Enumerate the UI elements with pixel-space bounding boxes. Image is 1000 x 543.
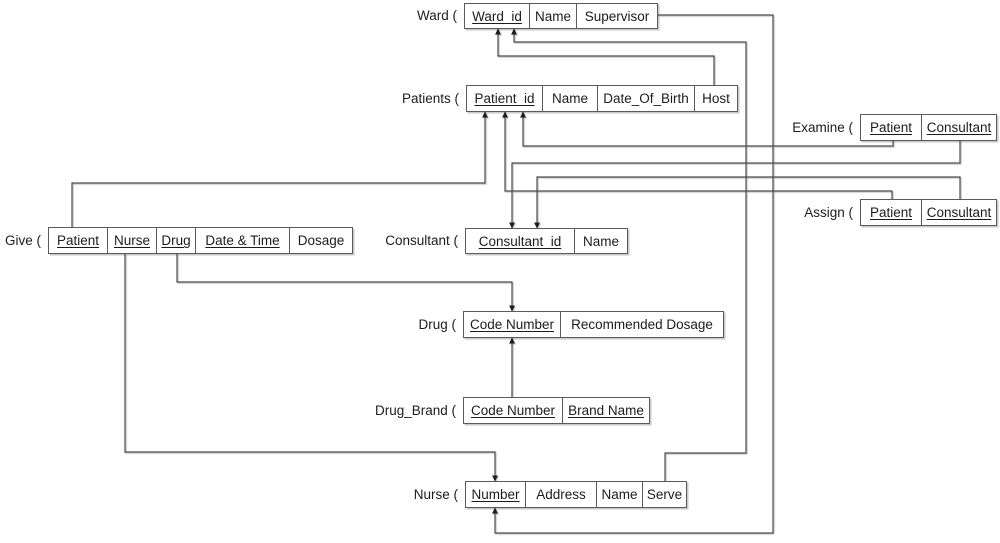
table-label-give: Give ( bbox=[4, 233, 41, 248]
cell-give-nurse: Nurse bbox=[107, 227, 157, 254]
table-label-patients: Patients ( bbox=[401, 91, 459, 106]
connector-patients-host-to-ward-ward_id bbox=[495, 28, 715, 85]
cell-patients-date-of-birth: Date_Of_Birth bbox=[597, 85, 695, 112]
connector-give-nurse-to-nurse-number bbox=[124, 254, 498, 482]
cell-examine-patient: Patient bbox=[860, 114, 922, 141]
table-label-consultant: Consultant ( bbox=[385, 233, 458, 248]
table-label-drug_brand: Drug_Brand ( bbox=[374, 403, 456, 418]
cell-nurse-serve: Serve bbox=[642, 481, 687, 508]
cell-drug_brand-brand-name: Brand Name bbox=[562, 397, 650, 424]
cell-consultant-name: Name bbox=[574, 228, 628, 254]
table-label-drug: Drug ( bbox=[418, 317, 456, 332]
connector-give-drug-to-drug-code-number bbox=[176, 254, 515, 312]
cell-drug-code-number: Code Number bbox=[463, 311, 561, 338]
cell-ward-supervisor: Supervisor bbox=[576, 3, 658, 29]
cell-nurse-address: Address bbox=[525, 481, 597, 508]
cell-examine-consultant: Consultant bbox=[921, 114, 997, 141]
cell-patients-host: Host bbox=[694, 85, 738, 112]
cell-nurse-number: Number bbox=[465, 481, 526, 508]
table-label-assign: Assign ( bbox=[804, 205, 853, 220]
cell-patients-name: Name bbox=[542, 85, 598, 112]
table-label-nurse: Nurse ( bbox=[413, 487, 458, 502]
cell-drug_brand-code-number: Code Number bbox=[463, 397, 563, 424]
cell-give-drug: Drug bbox=[156, 227, 196, 254]
cell-give-patient: Patient bbox=[48, 227, 108, 254]
connector-ward-supervisor-to-nurse-number bbox=[492, 14, 774, 534]
cell-nurse-name: Name bbox=[596, 481, 643, 508]
table-label-examine: Examine ( bbox=[792, 120, 853, 135]
cell-assign-consultant: Consultant bbox=[921, 199, 997, 226]
connector-assign-patient-to-patients-patient_id bbox=[502, 111, 893, 199]
cell-ward-ward-id: Ward_id bbox=[464, 3, 530, 29]
table-label-ward: Ward ( bbox=[417, 8, 457, 23]
connector-assign-consultant-to-consultant-consultant_id bbox=[534, 176, 961, 229]
connector-examine-consultant-to-consultant-consultant_id bbox=[509, 141, 961, 229]
connector-nurse-serve-to-ward-ward_id bbox=[511, 28, 747, 481]
cell-give-date-time: Date & Time bbox=[195, 227, 290, 254]
cell-assign-patient: Patient bbox=[860, 199, 922, 226]
cell-ward-name: Name bbox=[529, 3, 577, 29]
cell-consultant-consultant-id: Consultant_id bbox=[465, 228, 575, 254]
connector-examine-patient-to-patients-patient_id bbox=[520, 111, 894, 147]
cell-drug-recommended-dosage: Recommended Dosage bbox=[560, 311, 724, 338]
connector-give-patient-to-patients-patient_id bbox=[71, 111, 488, 227]
cell-give-dosage: Dosage bbox=[289, 227, 353, 254]
cell-patients-patient-id: Patient_id bbox=[466, 85, 543, 112]
